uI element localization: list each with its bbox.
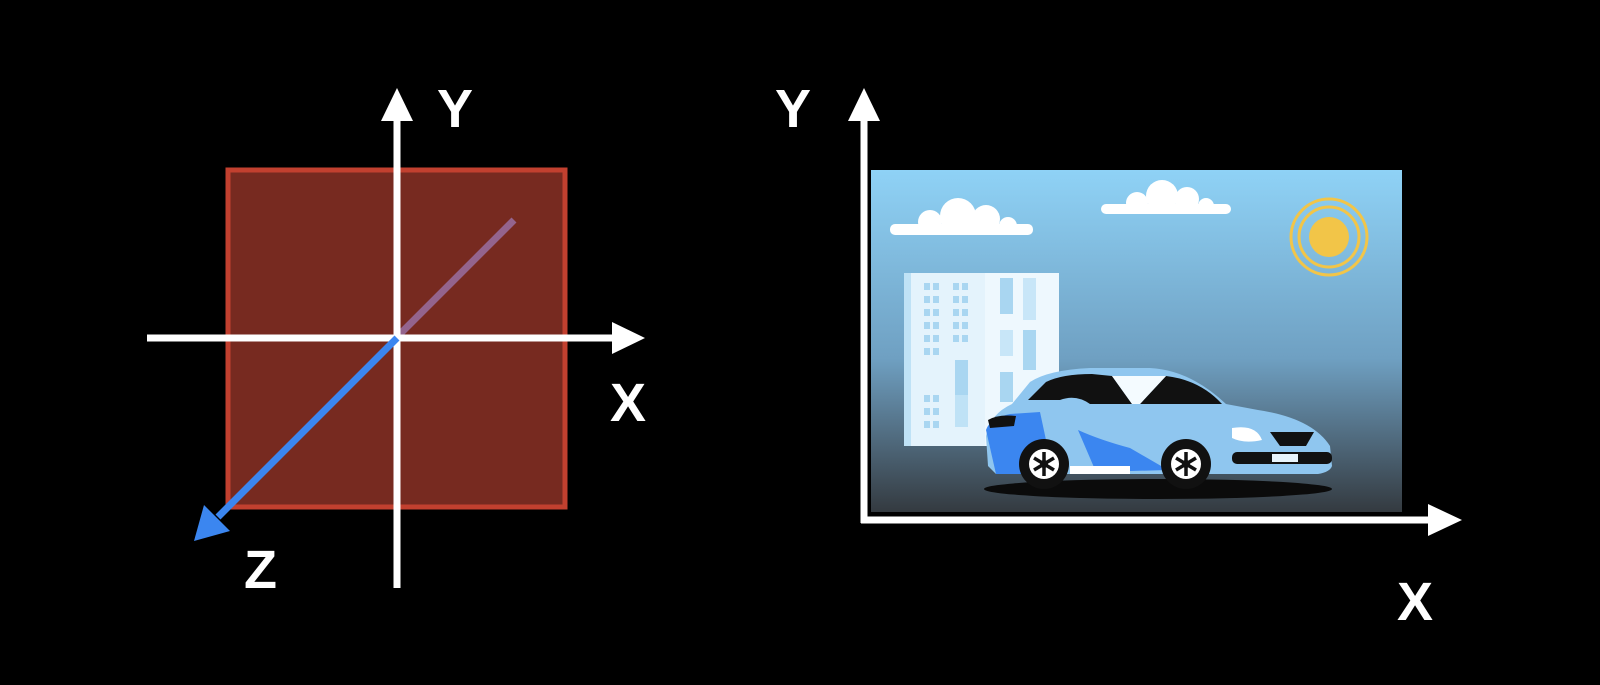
image-x-axis-arrow: [1428, 504, 1462, 536]
z-axis-back: [394, 217, 517, 340]
y-axis-arrow: [381, 88, 413, 121]
car-shadow: [984, 479, 1332, 499]
image-y-axis: [848, 88, 880, 523]
cloud-icon: [890, 198, 1033, 235]
car-window-rear: [1140, 376, 1222, 404]
z-axis: [194, 335, 400, 541]
car-windows: [1028, 374, 1132, 404]
left-3d-axes-diagram: Y X Z: [147, 79, 646, 600]
car-icon: [984, 368, 1332, 499]
car-tail: [988, 415, 1016, 428]
wheel-icon: [1161, 439, 1211, 489]
image-y-axis-label: Y: [775, 79, 811, 139]
right-2d-axes-diagram: Y X: [775, 79, 1462, 632]
scene-image: [871, 170, 1402, 512]
car-grille: [1270, 432, 1314, 446]
car-plate: [1272, 454, 1298, 462]
image-y-axis-arrow: [848, 88, 880, 121]
image-x-axis: [861, 504, 1462, 536]
z-axis-label: Z: [244, 540, 277, 600]
sun-icon: [1289, 197, 1369, 277]
z-axis-arrow: [194, 505, 230, 541]
cloud-icon: [1101, 180, 1231, 214]
wheel-icon: [1019, 439, 1069, 489]
y-axis-label: Y: [437, 79, 473, 139]
car-skirt: [1070, 466, 1130, 474]
x-axis-arrow: [612, 322, 645, 354]
car-pillar: [1112, 376, 1166, 404]
image-x-axis-label: X: [1397, 572, 1433, 632]
x-axis: [147, 322, 645, 354]
x-axis-label: X: [610, 373, 646, 433]
car-headlight: [1232, 427, 1262, 442]
car-blue-panel: [1078, 430, 1168, 472]
y-axis: [381, 88, 413, 588]
